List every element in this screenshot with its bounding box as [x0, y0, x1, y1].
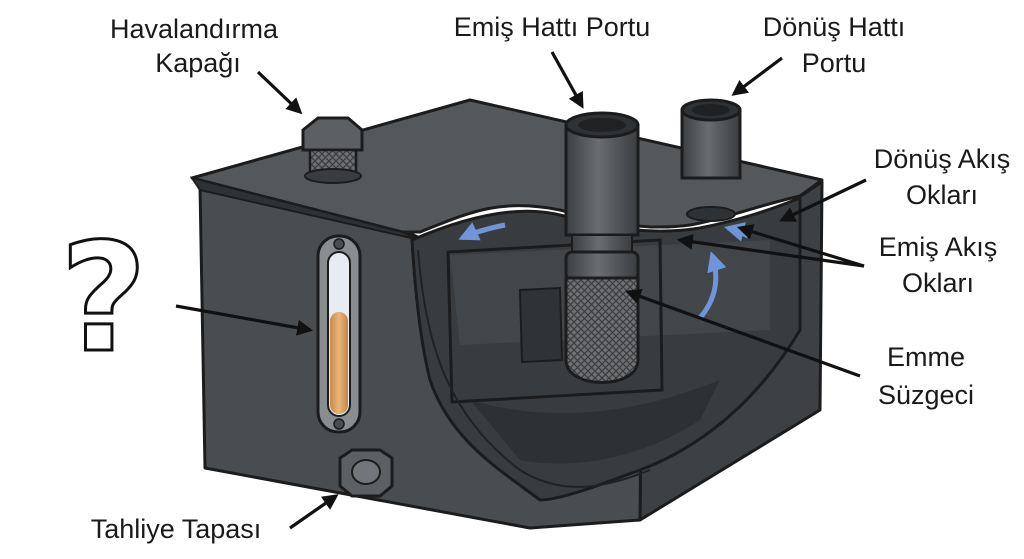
- return-flow-label-line1: Dönüş Akış: [874, 144, 1011, 174]
- suction-flow-label-line1: Emiş Akış: [879, 232, 998, 262]
- return-port-label-line2: Portu: [802, 48, 867, 78]
- callout-arrows: [175, 51, 867, 530]
- cutaway-edge: [417, 249, 651, 488]
- unknown-marker: ?: [59, 211, 149, 388]
- drain-plug: [338, 448, 394, 498]
- sight-glass: [316, 234, 362, 434]
- strainer-label-line1: Emme: [887, 342, 965, 372]
- suction-flow-arrow-up: [698, 251, 727, 320]
- vent-cap-arrow: [256, 70, 303, 115]
- suction-flow-arrow-a: [676, 233, 865, 268]
- drain-plug-label: Tahliye Tapası: [91, 514, 262, 544]
- return-line-port: [680, 98, 742, 222]
- suction-flow-arrow-b: [736, 224, 865, 268]
- suction-line-port: [564, 111, 640, 256]
- strainer-label-line2: Süzgeci: [878, 380, 974, 410]
- tank-interior-floor: [470, 380, 720, 464]
- tank: [189, 98, 824, 530]
- labels: Havalandırma Kapağı Emiş Hattı Portu Dön…: [91, 12, 1011, 544]
- return-flow-arrow-left: [458, 222, 506, 241]
- return-flow-label-line2: Okları: [906, 180, 978, 210]
- vent-cap-label-line1: Havalandırma: [110, 14, 279, 44]
- vent-cap-label-line2: Kapağı: [155, 48, 241, 78]
- sight-glass-arrow: [175, 304, 314, 336]
- return-flow-arrow: [779, 178, 867, 222]
- strainer-arrow: [624, 288, 861, 378]
- suction-strainer: [564, 250, 640, 384]
- question-mark: ?: [60, 212, 147, 386]
- breather-cap: [301, 116, 364, 184]
- oil-level: [330, 312, 348, 414]
- suction-port-arrow: [550, 51, 584, 109]
- drain-plug-arrow: [289, 494, 339, 530]
- return-port-arrow: [731, 56, 783, 96]
- suction-flow-label-line2: Okları: [902, 268, 974, 298]
- suction-port-label: Emiş Hattı Portu: [454, 12, 651, 42]
- baffle-support: [518, 286, 564, 364]
- return-port-label-line1: Dönüş Hattı: [763, 12, 906, 42]
